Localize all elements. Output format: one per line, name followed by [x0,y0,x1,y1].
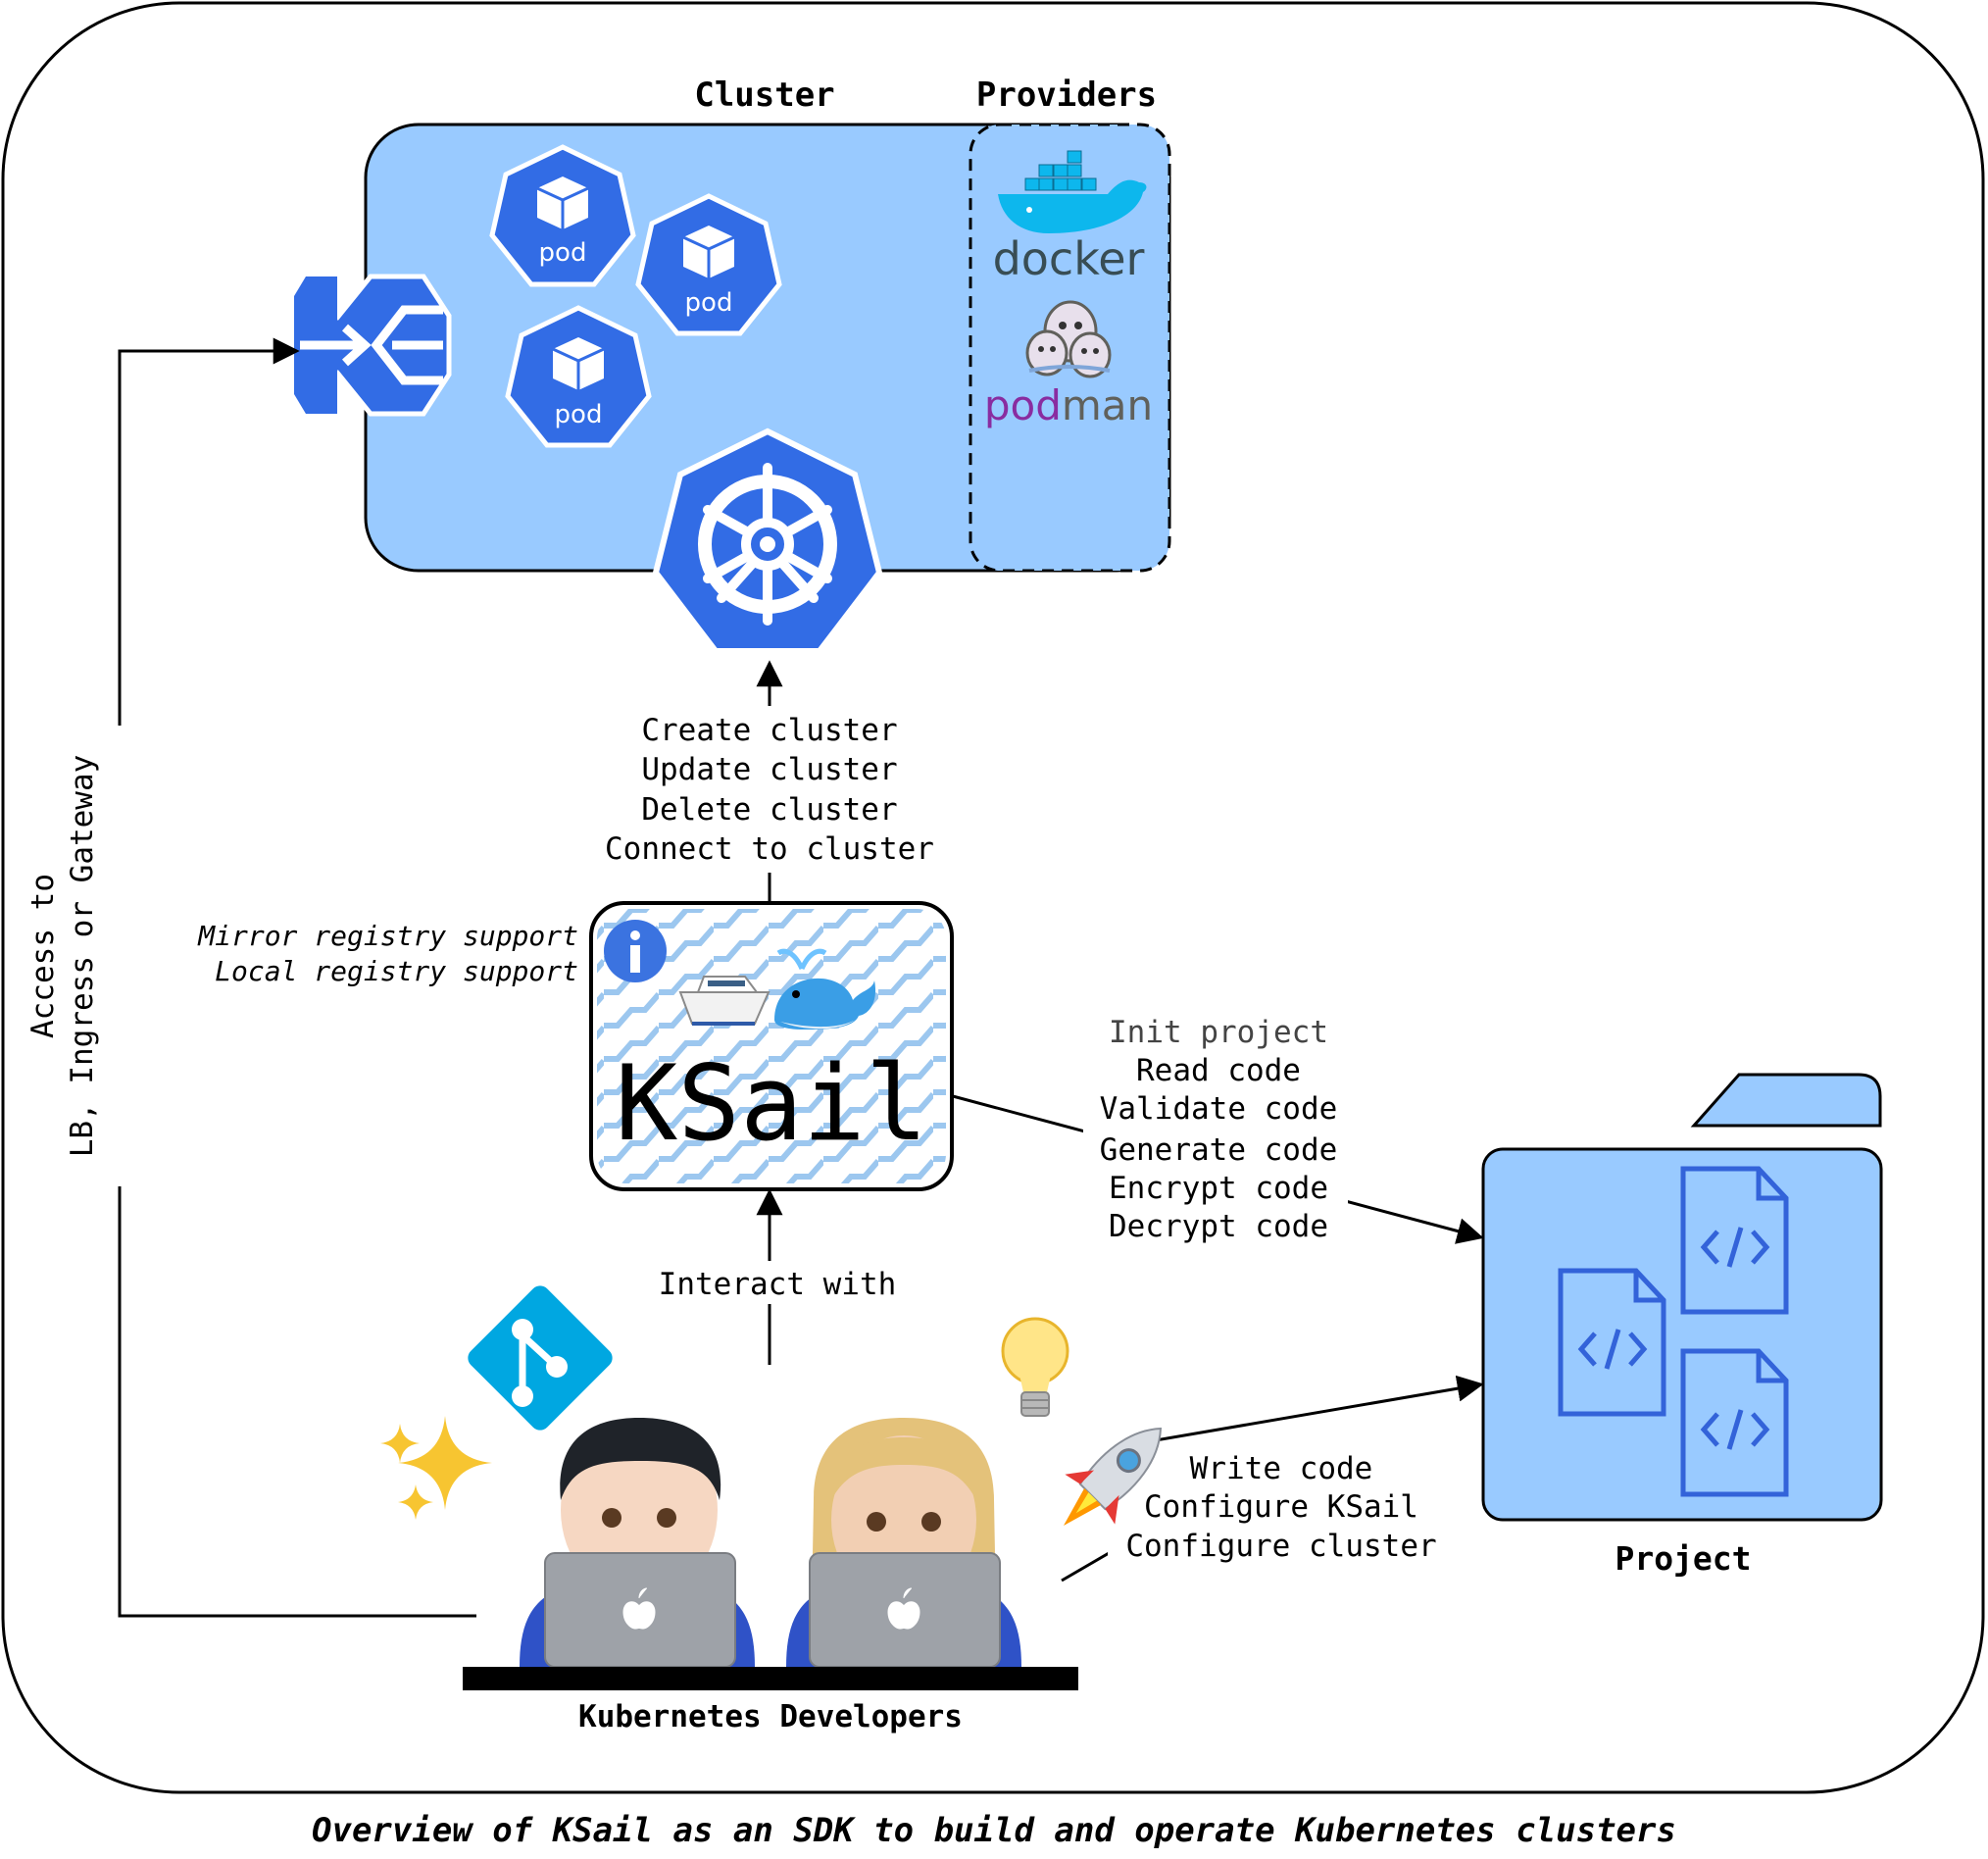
desk-bar [463,1667,1078,1690]
project-action-validate: Validate code [1100,1091,1338,1127]
pod-icon: pod [489,144,636,287]
yacht-icon [678,976,770,1026]
interact-label: Interact with [659,1267,897,1302]
project-action-encrypt: Encrypt code [1109,1171,1328,1206]
pod-label: pod [555,400,603,429]
code-file-icon [1680,1166,1789,1315]
info-icon [604,920,667,982]
sparkles-icon [380,1416,492,1520]
ingress-icon [294,274,452,417]
cluster-group: Cluster Providers docker podman [294,75,1171,654]
cluster-action-create: Create cluster [641,713,897,748]
pod-label: pod [539,238,587,268]
project-action-init: Init project [1109,1015,1328,1050]
code-file-icon [1680,1348,1789,1497]
developer-action-configure-ksail: Configure KSail [1144,1489,1418,1525]
podman-label: podman [984,381,1153,429]
git-icon [468,1285,613,1431]
cluster-action-update: Update cluster [641,752,897,787]
pod-icon: pod [635,193,782,336]
cluster-action-connect: Connect to cluster [605,831,934,867]
pod-label: pod [685,288,733,318]
code-file-icon [1558,1268,1666,1417]
podman-seals-icon [1025,300,1112,378]
registry-note-local: Local registry support [215,955,578,987]
rocket-icon [1063,1427,1163,1527]
project-action-decrypt: Decrypt code [1109,1209,1328,1244]
access-label-line1: Access to [25,874,61,1038]
docker-label: docker [993,232,1145,285]
cluster-action-delete: Delete cluster [641,792,897,828]
kubernetes-icon [652,427,883,654]
registry-note-mirror: Mirror registry support [197,920,578,952]
developer-action-configure-cluster: Configure cluster [1125,1529,1436,1564]
ksail-box: KSail [589,901,954,1191]
whale-icon [774,948,876,1030]
developers-group: Kubernetes Developers [380,1285,1163,1734]
page-title: Overview of KSail as an SDK to build and… [312,1811,1676,1850]
access-label-line2: LB, Ingress or Gateway [65,755,100,1158]
cluster-actions: Create cluster Update cluster Delete clu… [605,713,934,867]
cluster-heading: Cluster [694,75,834,115]
project-heading: Project [1615,1539,1751,1578]
project-action-read: Read code [1136,1053,1301,1088]
registry-notes: Mirror registry support Local registry s… [197,920,578,987]
laptop-icon [809,1552,1001,1668]
developer-actions: Write code Configure KSail Configure clu… [1125,1451,1436,1564]
lightbulb-icon [1001,1317,1069,1417]
pod-icon: pod [505,305,652,448]
providers-heading: Providers [976,75,1157,115]
access-label: Access to LB, Ingress or Gateway [25,755,100,1158]
developers-heading: Kubernetes Developers [578,1699,963,1734]
developer-action-write: Write code [1190,1451,1373,1486]
docker-whale-icon [998,150,1147,233]
project-actions: Init project Read code Validate code Gen… [1100,1015,1338,1244]
ksail-logo-text: KSail [615,1043,927,1164]
project-action-generate: Generate code [1100,1132,1338,1168]
project-folder [1481,1073,1883,1522]
laptop-icon [544,1552,736,1668]
